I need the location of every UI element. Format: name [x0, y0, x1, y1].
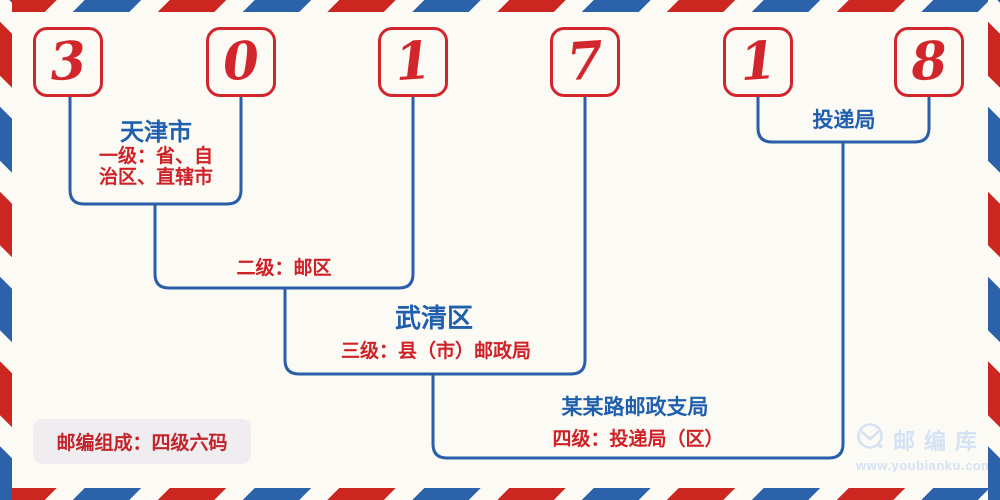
digit-box-2: 0 — [206, 27, 276, 97]
digit-4: 7 — [564, 29, 606, 94]
digit-6: 8 — [908, 29, 950, 94]
digit-box-3: 1 — [378, 27, 448, 97]
composition-badge-text: 邮编组成：四级六码 — [56, 433, 228, 454]
watermark-site-name: 邮编库 — [893, 428, 987, 454]
digit-5: 1 — [737, 29, 779, 94]
level4-place-label: 某某路邮政支局 — [561, 396, 709, 419]
bracket-level3 — [283, 97, 587, 376]
digit-box-6: 8 — [894, 27, 964, 97]
level3-place-label: 武清区 — [394, 303, 474, 333]
bracket-delivery — [756, 97, 931, 144]
airmail-border-bottom — [0, 488, 1000, 500]
airmail-border-left — [0, 0, 12, 500]
digit-3: 1 — [392, 29, 434, 94]
delivery-office-label: 投递局 — [812, 109, 876, 132]
digit-box-5: 1 — [723, 27, 793, 97]
envelope-circle-icon — [856, 422, 886, 457]
bracket-level4 — [431, 142, 845, 460]
composition-badge: 邮编组成：四级六码 — [33, 419, 251, 464]
level1-place-label: 天津市 — [120, 119, 192, 146]
digit-box-1: 3 — [33, 27, 103, 97]
airmail-border-right — [988, 0, 1000, 500]
level4-desc-label: 四级：投递局（区） — [552, 429, 724, 450]
level3-desc-label: 三级：县（市）邮政局 — [340, 341, 532, 362]
airmail-border-top — [0, 0, 1000, 12]
site-watermark: 邮编库 www.youbianku.com — [856, 422, 993, 473]
level1-desc-label: 一级：省、自 治区、直辖市 — [98, 146, 214, 188]
level2-desc-label: 二级：邮区 — [236, 258, 332, 279]
digit-box-4: 7 — [550, 27, 620, 97]
digit-1: 3 — [47, 29, 89, 94]
digit-2: 0 — [220, 29, 262, 94]
watermark-site-url: www.youbianku.com — [856, 458, 994, 473]
